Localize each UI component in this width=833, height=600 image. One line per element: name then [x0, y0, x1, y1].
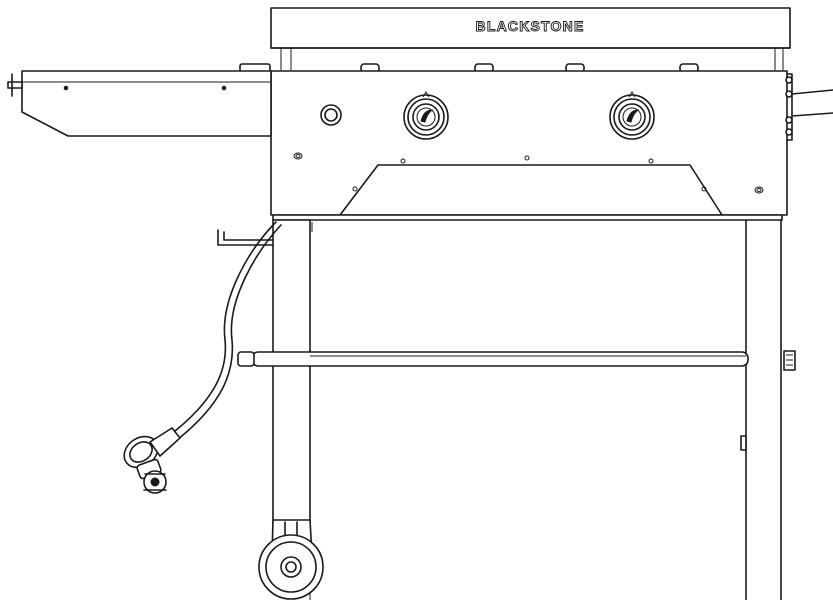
caster-wheel	[258, 519, 324, 600]
side-shelf-left	[7, 70, 272, 137]
control-panel-body	[270, 70, 788, 216]
igniter-button	[320, 104, 342, 126]
burner-knob-left	[403, 91, 449, 140]
griddle-top: BLACKSTONE	[270, 7, 791, 70]
cart-frame	[217, 214, 796, 600]
propane-regulator	[123, 427, 181, 494]
top-mount-tabs	[239, 63, 699, 73]
side-right-details	[785, 73, 833, 141]
propane-hose	[169, 221, 282, 441]
brand-label: BLACKSTONE	[476, 18, 585, 34]
burner-knob-right	[609, 91, 655, 140]
